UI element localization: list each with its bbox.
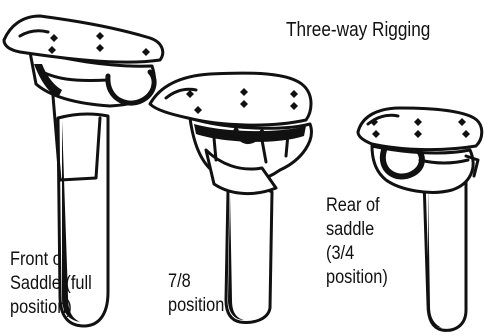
saddle-78-seat xyxy=(150,73,311,125)
diagram-title: Three-way Rigging xyxy=(286,18,430,42)
label-78-line-1: 7/8 xyxy=(168,270,224,294)
label-rear-line-3: (3/4 xyxy=(326,242,388,266)
label-rear-line-2: saddle xyxy=(326,218,388,242)
label-front-line-2: Saddle (full xyxy=(10,272,92,296)
label-rear-of-saddle: Rear of saddle (3/4 position) xyxy=(326,194,388,290)
label-rear-line-4: position) xyxy=(326,266,388,290)
label-front-line-1: Front of xyxy=(10,248,92,272)
label-rear-line-1: Rear of xyxy=(326,194,388,218)
label-78-line-2: position xyxy=(168,294,224,318)
label-front-of-saddle: Front of Saddle (full position) xyxy=(10,248,92,320)
saddle-rear-seat xyxy=(358,108,482,150)
saddle-78-fender xyxy=(226,187,272,322)
saddle-rear-fender xyxy=(424,178,466,331)
saddle-front-seat xyxy=(4,16,163,62)
label-seven-eighths-position: 7/8 position xyxy=(168,270,224,318)
label-front-line-3: position) xyxy=(10,296,92,320)
